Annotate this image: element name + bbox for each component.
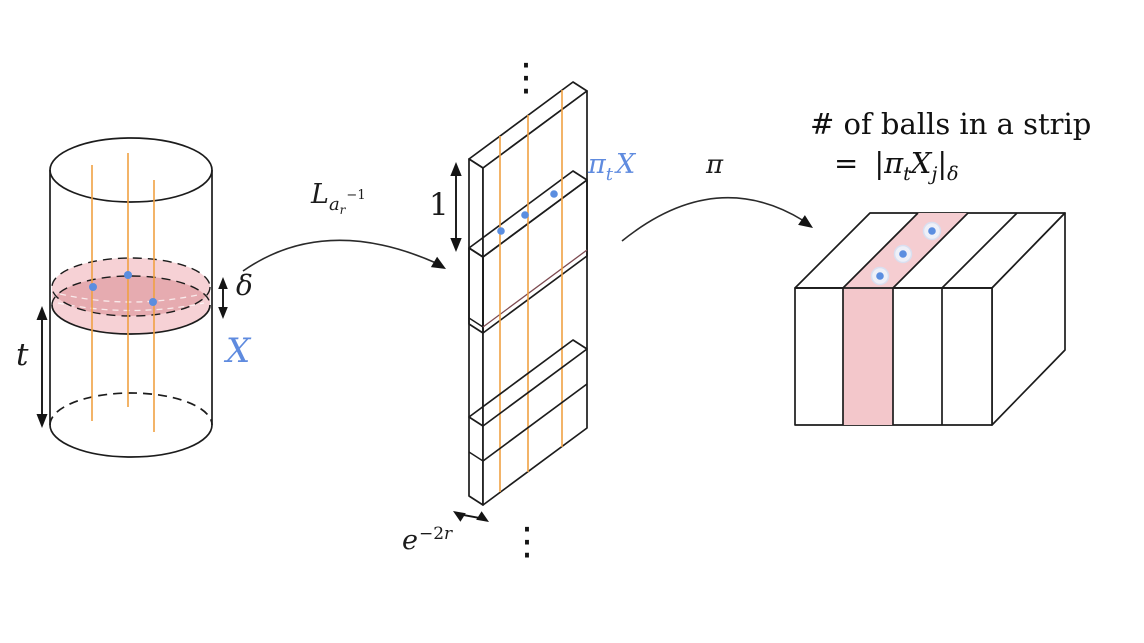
vertical-ellipsis-top: ⋮ bbox=[507, 55, 545, 99]
pink-strip-front bbox=[843, 288, 893, 425]
sample-point bbox=[124, 271, 132, 279]
right-box-figure bbox=[795, 213, 1065, 425]
sample-point bbox=[550, 190, 558, 198]
vertical-ellipsis-bottom: ⋮ bbox=[508, 519, 546, 563]
ball bbox=[872, 268, 889, 285]
unit-band-bottom-left-edge bbox=[469, 318, 483, 327]
one-measure-arrow bbox=[450, 162, 462, 252]
cylinder-bottom-back-arc bbox=[50, 393, 212, 425]
one-label: 1 bbox=[429, 187, 449, 223]
delta-slab-top-ellipse bbox=[52, 258, 210, 316]
disk-accent-line bbox=[60, 294, 202, 302]
ball bbox=[895, 246, 912, 263]
caption-line2: =|πtXj|δ bbox=[834, 146, 959, 186]
unit-band-main-face bbox=[483, 180, 587, 333]
sample-point bbox=[149, 298, 157, 306]
map-arrow-pi bbox=[622, 198, 813, 241]
pi-map-label: π bbox=[706, 150, 724, 180]
X-label: X bbox=[226, 331, 251, 371]
strip-divider-top bbox=[942, 213, 1017, 288]
strip-divider-top bbox=[843, 213, 918, 288]
middle-slab-figure bbox=[450, 82, 587, 522]
sample-point bbox=[521, 211, 529, 219]
delta-label: δ bbox=[236, 269, 253, 302]
delta-measure-arrow bbox=[218, 277, 228, 319]
ball bbox=[924, 223, 941, 240]
strip-divider-top bbox=[893, 213, 968, 288]
map-arrow-L bbox=[243, 240, 446, 271]
e-minus-2r-label: e−2r bbox=[402, 524, 453, 556]
cylinder-top-ellipse bbox=[50, 138, 212, 202]
L-map-label: Lar−1 bbox=[311, 179, 366, 217]
width-measure-arrow bbox=[453, 511, 489, 522]
cylinder-figure bbox=[36, 138, 228, 457]
lower-band bbox=[469, 340, 587, 461]
delta-slab-bottom-back-arc bbox=[52, 276, 210, 305]
sample-point bbox=[497, 227, 505, 235]
delta-slab-bottom-front-arc bbox=[52, 305, 210, 334]
slab-main-face bbox=[483, 91, 587, 505]
t-measure-arrow bbox=[36, 306, 48, 428]
sample-point bbox=[89, 283, 97, 291]
caption: # of balls in a strip =|πtXj|δ bbox=[810, 106, 1092, 186]
caption-line1: # of balls in a strip bbox=[810, 107, 1092, 141]
cylinder-bottom-front-arc bbox=[50, 425, 212, 457]
t-label: t bbox=[16, 337, 29, 373]
